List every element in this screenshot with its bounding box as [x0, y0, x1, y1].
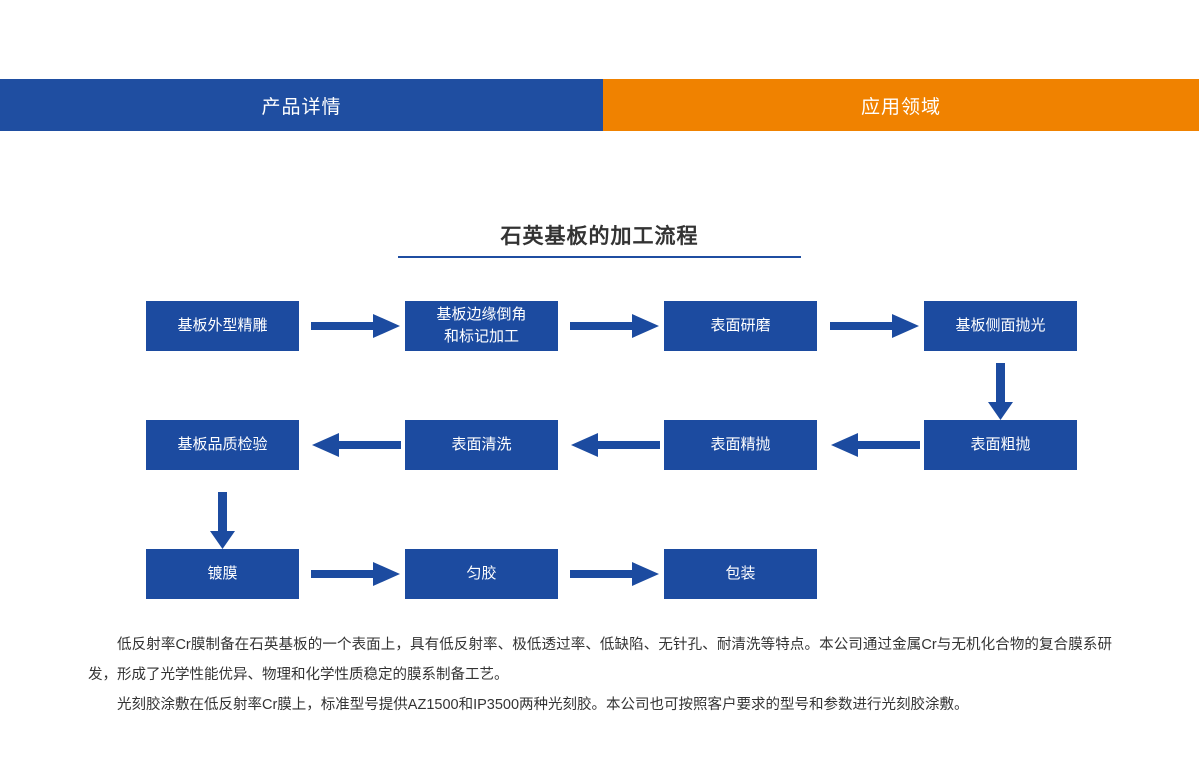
flow-step-label: 表面研磨 [710, 317, 771, 334]
arrow-right-1 [311, 313, 401, 339]
description-text: 低反射率Cr膜制备在石英基板的一个表面上，具有低反射率、极低透过率、低缺陷、无针… [88, 630, 1112, 720]
arrow-right-2 [570, 313, 660, 339]
flow-step-edge-chamfer-marking[interactable]: 基板边缘倒角 和标记加工 [405, 301, 558, 351]
tab-application-areas[interactable]: 应用领域 [603, 79, 1199, 131]
arrow-left-2 [570, 432, 660, 458]
tab-application-areas-label: 应用领域 [860, 96, 941, 118]
flow-step-rough-polishing[interactable]: 表面粗抛 [924, 420, 1077, 470]
page-title: 石英基板的加工流程 [500, 225, 699, 248]
flow-step-packaging[interactable]: 包装 [664, 549, 817, 599]
flow-step-fine-polishing[interactable]: 表面精抛 [664, 420, 817, 470]
title-underline [398, 256, 801, 258]
flow-step-substrate-shaping[interactable]: 基板外型精雕 [146, 301, 299, 351]
flow-step-label: 镀膜 [207, 565, 238, 582]
flow-step-label: 表面粗抛 [970, 436, 1031, 453]
tab-product-details[interactable]: 产品详情 [0, 79, 603, 131]
flow-step-resist-coating[interactable]: 匀胶 [405, 549, 558, 599]
flow-step-coating[interactable]: 镀膜 [146, 549, 299, 599]
paragraph-cr-film: 低反射率Cr膜制备在石英基板的一个表面上，具有低反射率、极低透过率、低缺陷、无针… [88, 637, 1112, 683]
flow-step-label: 表面精抛 [710, 436, 771, 453]
arrow-right-5 [570, 561, 660, 587]
flow-step-surface-grinding[interactable]: 表面研磨 [664, 301, 817, 351]
flow-step-side-polishing[interactable]: 基板侧面抛光 [924, 301, 1077, 351]
arrow-left-3 [830, 432, 920, 458]
flow-step-label: 匀胶 [466, 565, 497, 582]
flow-step-label: 基板品质检验 [177, 436, 268, 453]
top-nav-bar: 产品详情 应用领域 [0, 79, 1199, 131]
flow-step-label: 基板边缘倒角 和标记加工 [436, 306, 527, 345]
tab-product-details-label: 产品详情 [261, 96, 342, 118]
connector-down-left [209, 492, 236, 550]
flow-step-surface-cleaning[interactable]: 表面清洗 [405, 420, 558, 470]
flow-step-label: 基板外型精雕 [177, 317, 268, 334]
flow-step-label: 基板侧面抛光 [955, 317, 1046, 334]
arrow-right-4 [311, 561, 401, 587]
connector-down-right [987, 363, 1014, 421]
arrow-left-1 [311, 432, 401, 458]
flow-step-quality-inspection[interactable]: 基板品质检验 [146, 420, 299, 470]
flow-step-label: 包装 [725, 565, 756, 582]
arrow-right-3 [830, 313, 920, 339]
paragraph-photoresist: 光刻胶涂敷在低反射率Cr膜上，标准型号提供AZ1500和IP3500两种光刻胶。… [117, 697, 969, 713]
flow-step-label: 表面清洗 [451, 436, 512, 453]
